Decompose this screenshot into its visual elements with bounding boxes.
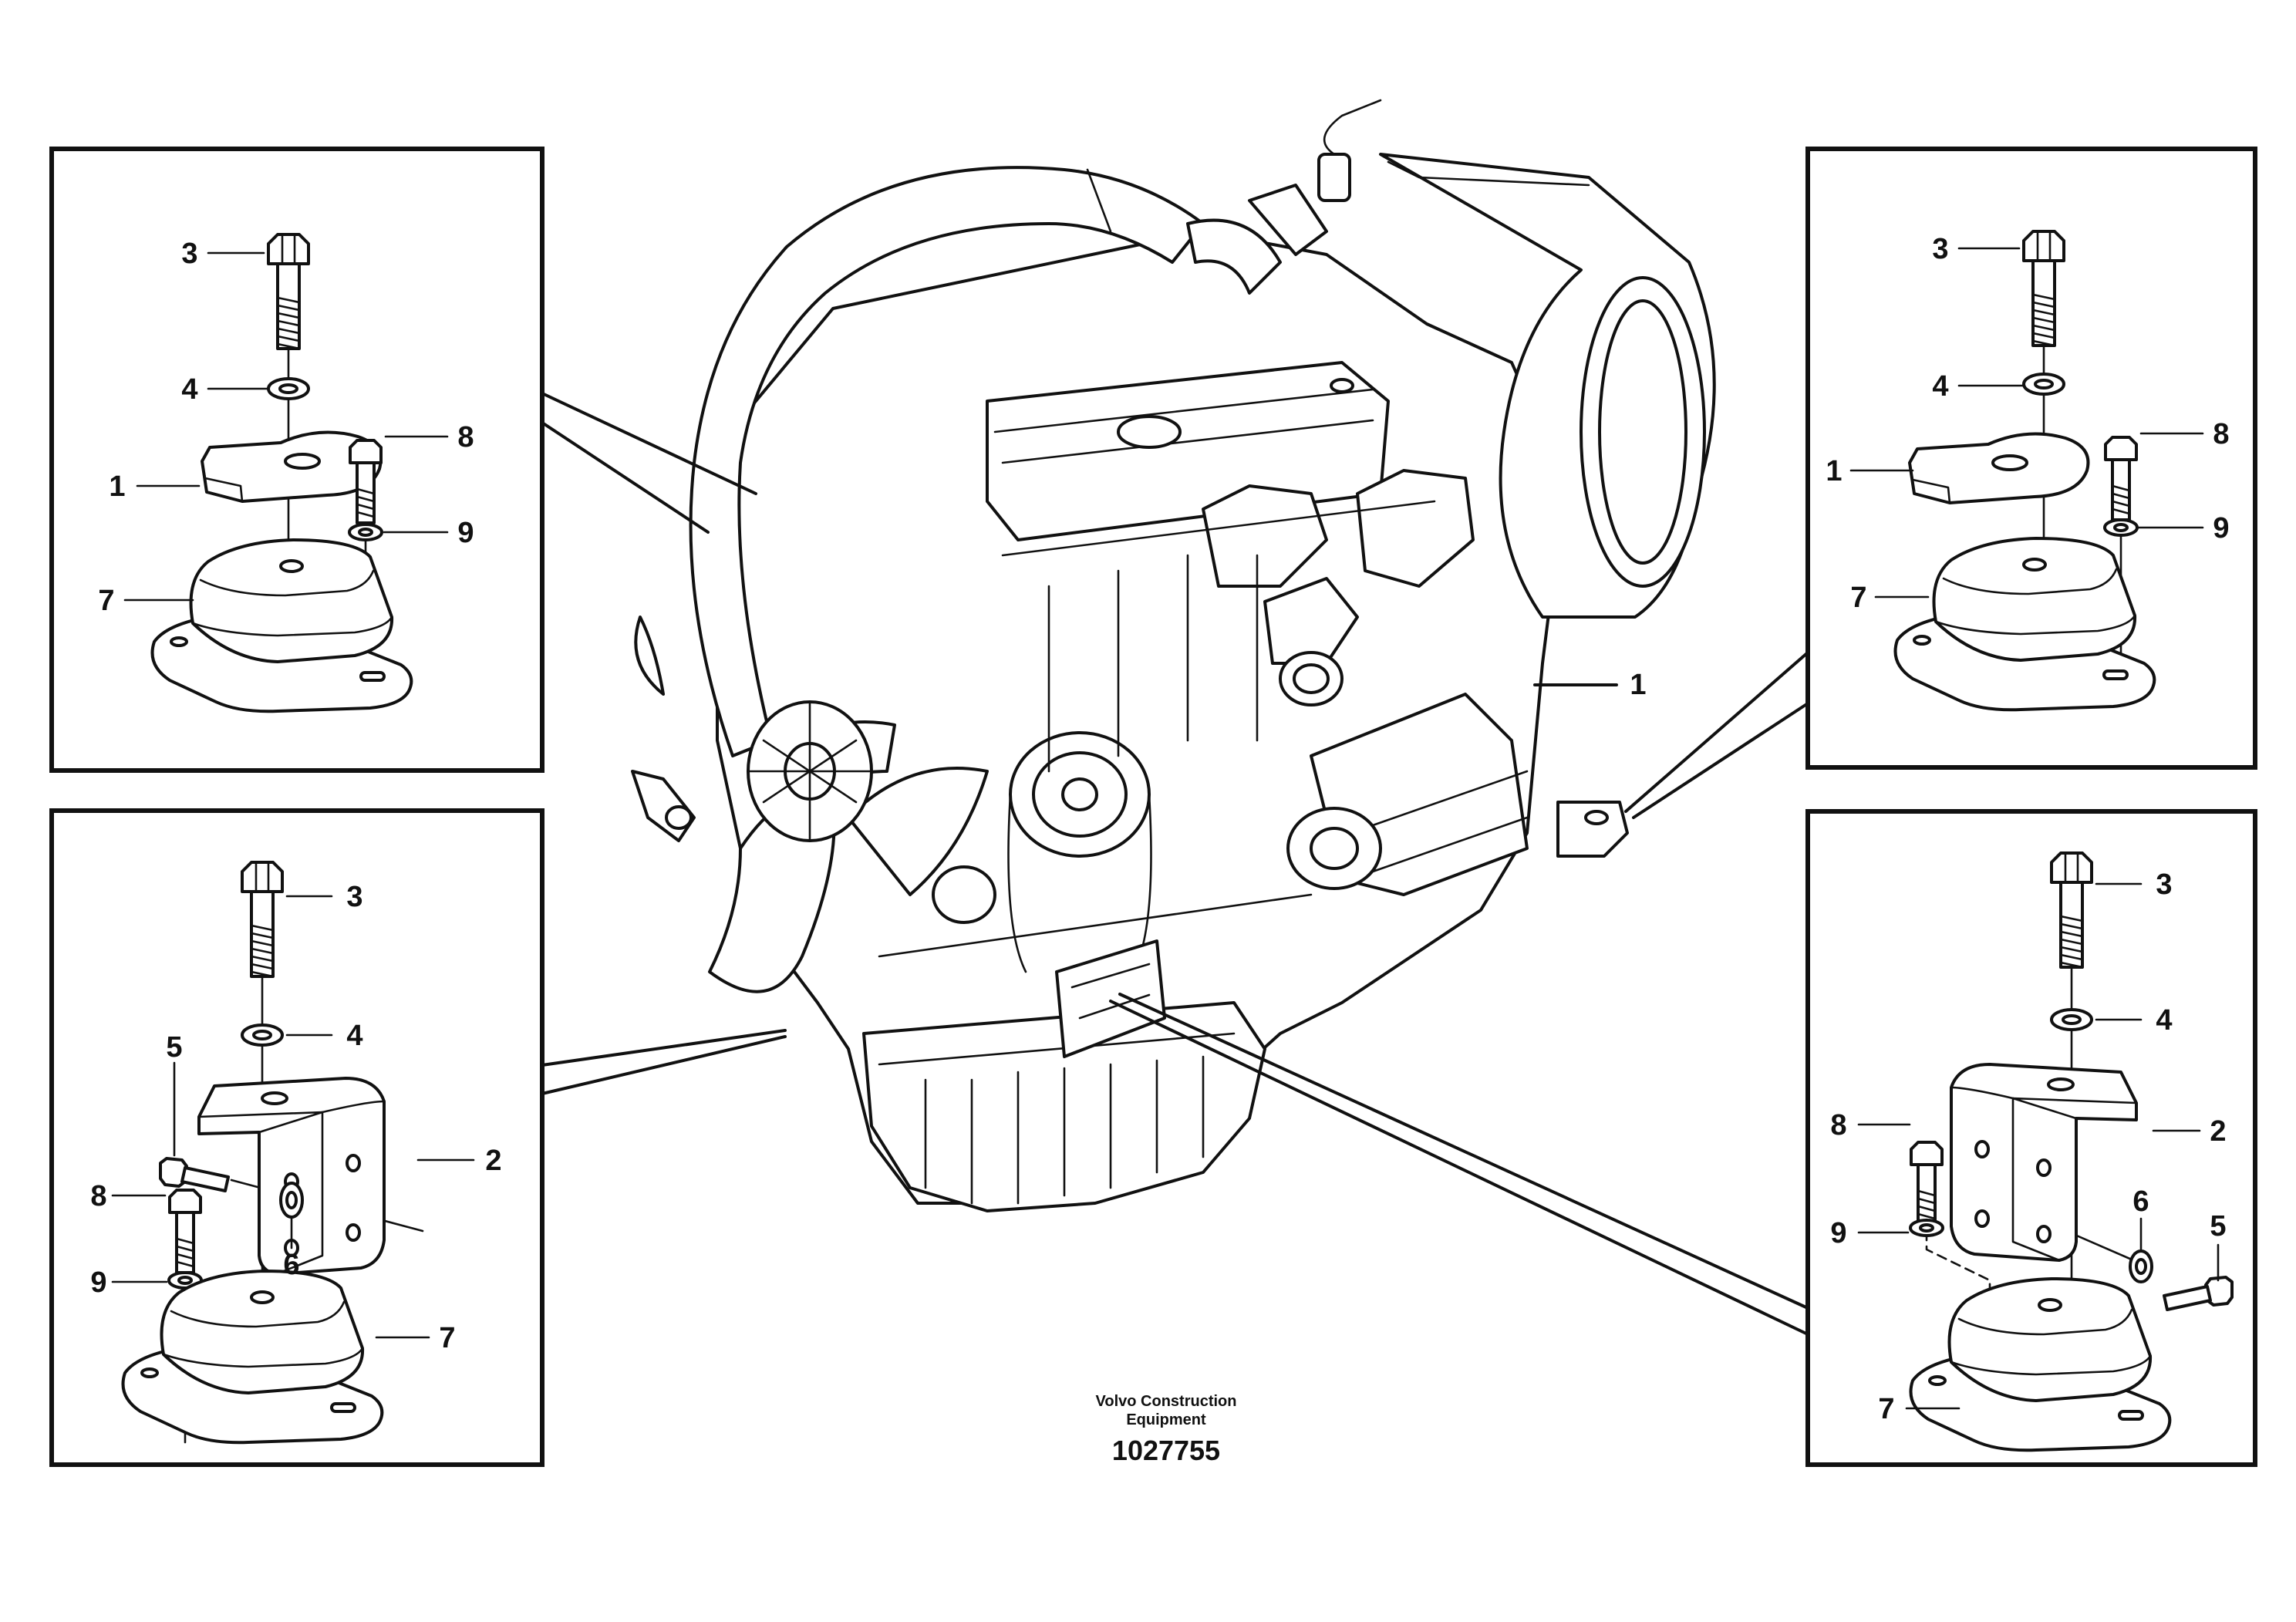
rubber-mount-icon <box>1893 537 2156 712</box>
rubber-mount-icon <box>150 538 413 713</box>
label-8: 8 <box>2213 418 2229 450</box>
label-3: 3 <box>1932 233 1948 265</box>
washer-icon <box>267 377 310 400</box>
lock-washer-icon <box>279 1182 304 1219</box>
small-washer-icon <box>348 523 383 541</box>
bolt-icon <box>2050 851 2093 969</box>
washer-icon <box>2022 373 2065 396</box>
rubber-mount-icon <box>1909 1277 2172 1452</box>
small-washer-icon <box>2103 518 2139 537</box>
rubber-mount-icon <box>121 1270 384 1445</box>
label-9: 9 <box>1830 1217 1846 1249</box>
label-1: 1 <box>1826 455 1842 487</box>
label-3: 3 <box>2156 868 2172 901</box>
panel-top-right: 3 4 1 8 9 7 <box>1826 230 2230 712</box>
engine-illustration <box>631 99 1716 1212</box>
drawing-number: 1027755 <box>1112 1435 1220 1466</box>
bolt-icon <box>241 861 284 978</box>
pointer-top-right <box>1624 651 1809 819</box>
panel-bottom-right: 3 4 8 2 6 9 5 7 <box>1830 851 2234 1452</box>
side-bolt-icon <box>2163 1276 2234 1311</box>
panel-bottom-right-frame <box>1805 809 2257 1467</box>
maker-line-1: Volvo Construction <box>1096 1393 1237 1410</box>
small-bolt-icon <box>168 1189 202 1274</box>
label-8: 8 <box>1830 1109 1846 1141</box>
maker-line-2: Equipment <box>1126 1411 1206 1428</box>
small-washer-icon <box>1909 1219 1944 1237</box>
panel-top-right-frame <box>1805 147 2257 770</box>
panel-top-left-frame <box>49 147 544 773</box>
small-bolt-icon <box>1910 1141 1944 1226</box>
label-9: 9 <box>90 1266 106 1299</box>
side-bolt-icon <box>159 1157 230 1192</box>
drawing-caption: Volvo Construction Equipment 1027755 <box>1096 1393 1237 1466</box>
label-4: 4 <box>346 1020 362 1052</box>
angle-bracket-icon <box>1950 1063 2138 1262</box>
bolt-icon <box>2022 230 2065 347</box>
pointer-bottom-left <box>541 1029 787 1095</box>
pointer-top-left <box>541 392 757 534</box>
panel-bottom-left: 3 4 5 2 8 6 9 7 <box>90 861 502 1445</box>
label-4: 4 <box>181 373 197 406</box>
label-9: 9 <box>2213 512 2229 545</box>
panel-bottom-left-frame <box>49 808 544 1467</box>
label-7: 7 <box>98 585 114 617</box>
panel-top-left: 3 4 1 8 9 7 <box>98 233 474 713</box>
small-bolt-icon <box>2104 436 2138 521</box>
spacer-plate-icon <box>1908 432 2090 504</box>
washer-icon <box>241 1023 284 1047</box>
label-1: 1 <box>109 470 125 503</box>
lock-washer-icon <box>2129 1249 2153 1283</box>
label-9: 9 <box>457 517 474 549</box>
washer-icon <box>2050 1008 2093 1031</box>
label-4: 4 <box>1932 370 1948 403</box>
label-6: 6 <box>283 1249 299 1281</box>
bolt-icon <box>267 233 310 350</box>
label-4: 4 <box>2156 1004 2172 1037</box>
label-6: 6 <box>2132 1185 2149 1218</box>
label-8: 8 <box>90 1180 106 1212</box>
label-7: 7 <box>1878 1393 1894 1425</box>
pointer-bottom-right <box>1109 993 1809 1336</box>
label-5: 5 <box>166 1031 182 1064</box>
label-2: 2 <box>2210 1115 2226 1148</box>
label-8: 8 <box>457 421 474 454</box>
label-2: 2 <box>485 1145 501 1177</box>
label-7: 7 <box>439 1322 455 1354</box>
label-3: 3 <box>181 238 197 270</box>
label-5: 5 <box>2210 1210 2226 1243</box>
engine-label-1: 1 <box>1630 669 1646 701</box>
label-3: 3 <box>346 881 362 913</box>
engine-callout-1: 1 <box>1533 669 1647 701</box>
label-7: 7 <box>1850 582 1866 614</box>
